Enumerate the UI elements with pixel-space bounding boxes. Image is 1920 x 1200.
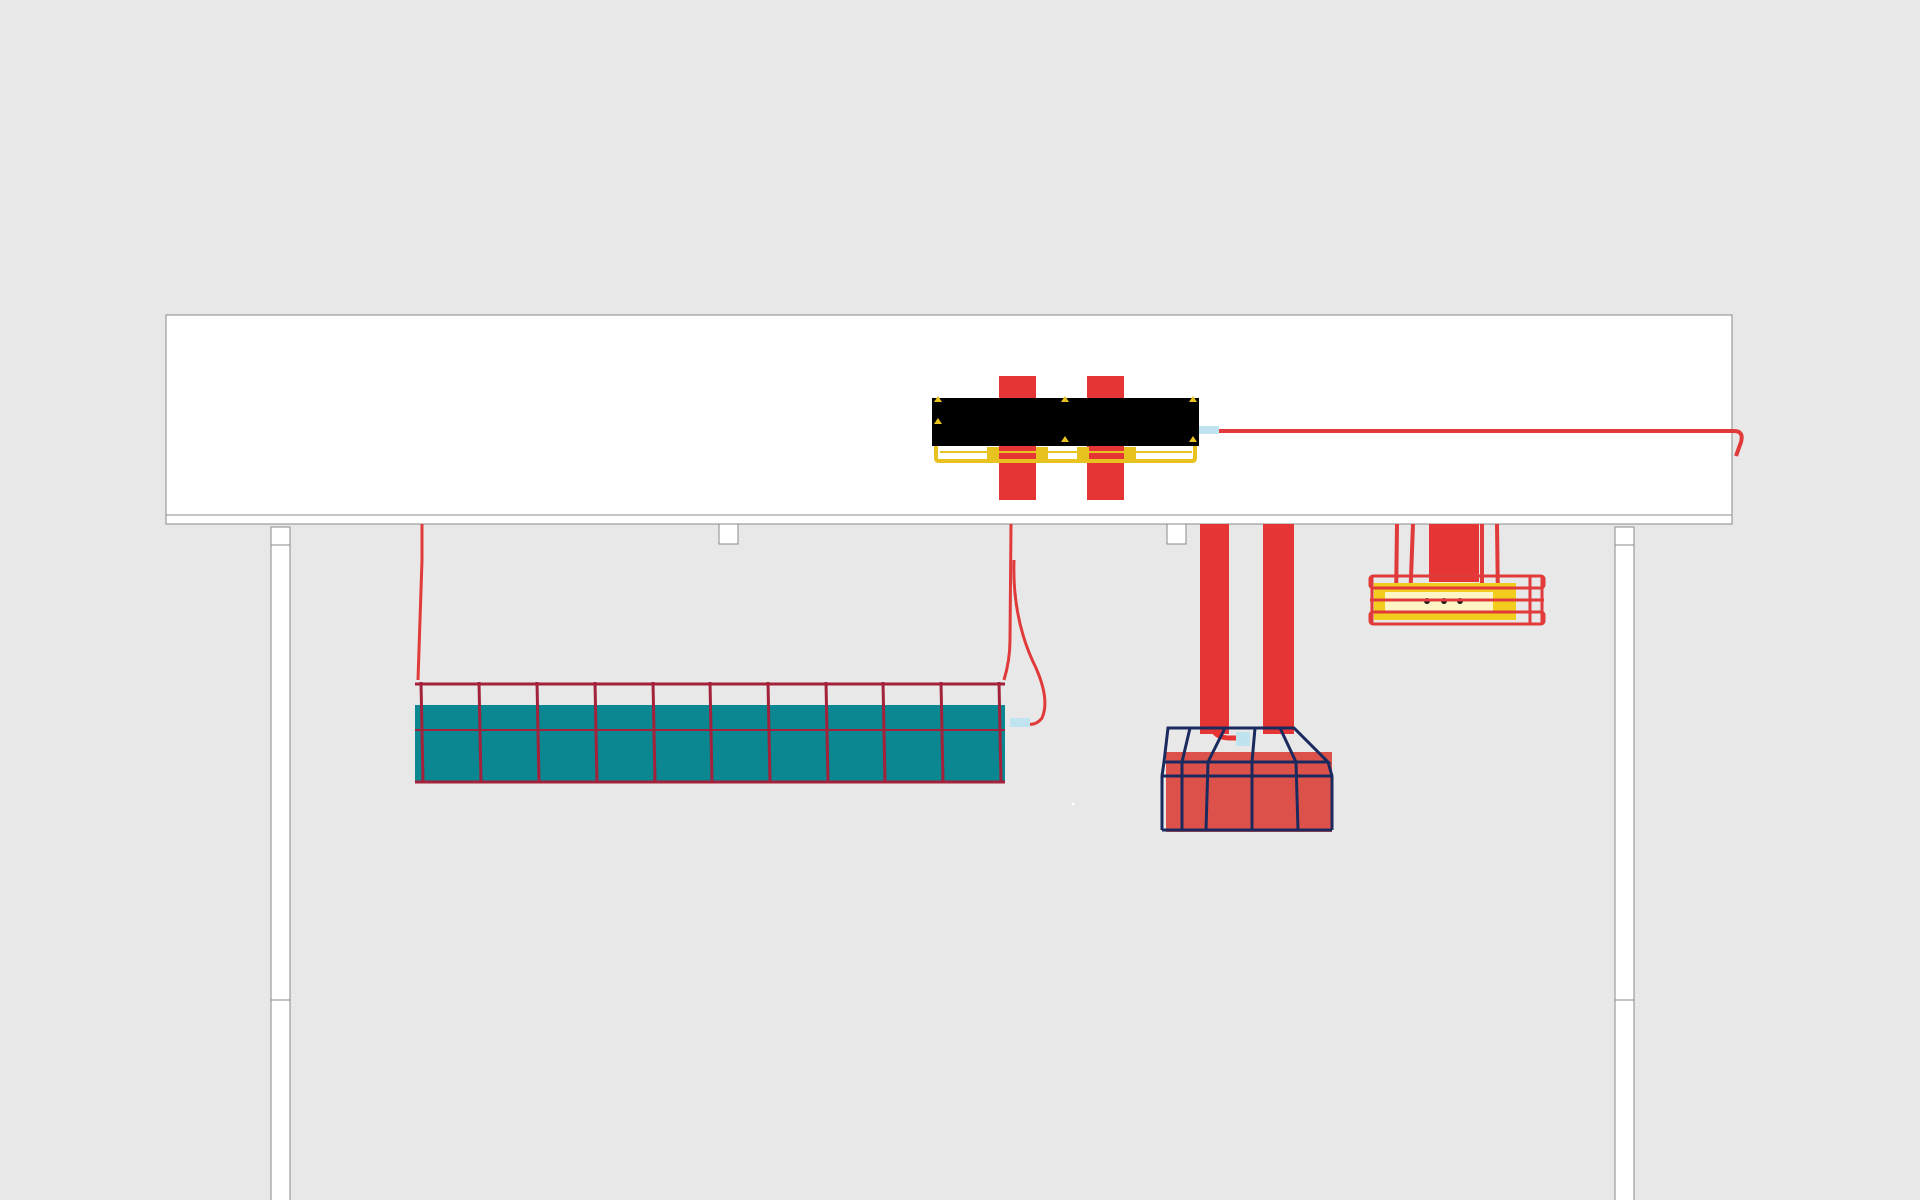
strip-corner-mark-c bbox=[1189, 396, 1197, 402]
strip-power-cord bbox=[1219, 429, 1744, 457]
basket-wire-frame bbox=[1160, 726, 1334, 832]
leg-bracket-left bbox=[270, 526, 291, 546]
tray-rib bbox=[766, 681, 772, 783]
tray-rib bbox=[881, 681, 887, 783]
tray-hanger-left bbox=[416, 524, 424, 681]
basket-rib bbox=[1278, 727, 1300, 831]
hub-cage bbox=[1368, 574, 1546, 626]
basket-rib bbox=[1250, 727, 1257, 830]
bracket-clip-c bbox=[1077, 447, 1089, 461]
tray-rib bbox=[939, 681, 945, 783]
tray-cable-loop bbox=[1012, 559, 1047, 726]
bracket-clip-b bbox=[1036, 447, 1048, 461]
tray-rib bbox=[708, 681, 714, 783]
tray-rib bbox=[997, 681, 1003, 783]
strip-corner-mark-a bbox=[934, 396, 942, 402]
hub-strap bbox=[1429, 524, 1479, 582]
basket-strap-right bbox=[1263, 524, 1294, 734]
tray-rib bbox=[824, 681, 830, 783]
tray-rib bbox=[419, 681, 425, 783]
basket-left-side bbox=[1160, 761, 1166, 830]
tray-rib bbox=[651, 681, 657, 783]
basket-rib bbox=[1204, 727, 1227, 831]
hub-cage-top bbox=[1368, 574, 1546, 590]
basket-strap-left bbox=[1200, 524, 1229, 734]
bracket-clip-d bbox=[1124, 447, 1136, 461]
basket-box bbox=[1166, 752, 1332, 832]
wire-basket-with-box bbox=[1071, 524, 1334, 832]
basket-rib bbox=[1180, 727, 1192, 830]
tray-rib bbox=[593, 681, 599, 783]
strip-plug bbox=[1199, 426, 1219, 434]
tray-rib bbox=[535, 681, 541, 783]
tray-hanger-right bbox=[1002, 523, 1013, 681]
tray-rib bbox=[477, 681, 483, 783]
desk-leg-right bbox=[1614, 526, 1635, 1200]
strip-bracket bbox=[934, 440, 1197, 463]
cable-management-tray bbox=[415, 523, 1047, 784]
desk-legs bbox=[270, 526, 1635, 1200]
under-desk-power-strip bbox=[932, 376, 1744, 500]
strip-corner-mark-f bbox=[1189, 436, 1197, 442]
strip-corner-mark-d bbox=[934, 418, 942, 424]
tray-cable-plug bbox=[1010, 718, 1030, 727]
desk-clip-a bbox=[718, 523, 739, 545]
desk-clip-b bbox=[1166, 523, 1187, 545]
stray-dot bbox=[1071, 802, 1075, 806]
desk-leg-left bbox=[270, 526, 291, 1200]
caged-power-hub bbox=[1368, 523, 1546, 626]
tray-wire-ribs bbox=[419, 681, 1003, 783]
bracket-clip-a bbox=[987, 447, 999, 461]
basket-plug bbox=[1236, 732, 1250, 746]
strip-corner-mark-b bbox=[1061, 396, 1069, 402]
strip-corner-mark-e bbox=[1061, 436, 1069, 442]
hub-face bbox=[1385, 592, 1493, 612]
hub-cage-bottom bbox=[1368, 610, 1546, 626]
leg-bracket-right bbox=[1614, 526, 1635, 546]
